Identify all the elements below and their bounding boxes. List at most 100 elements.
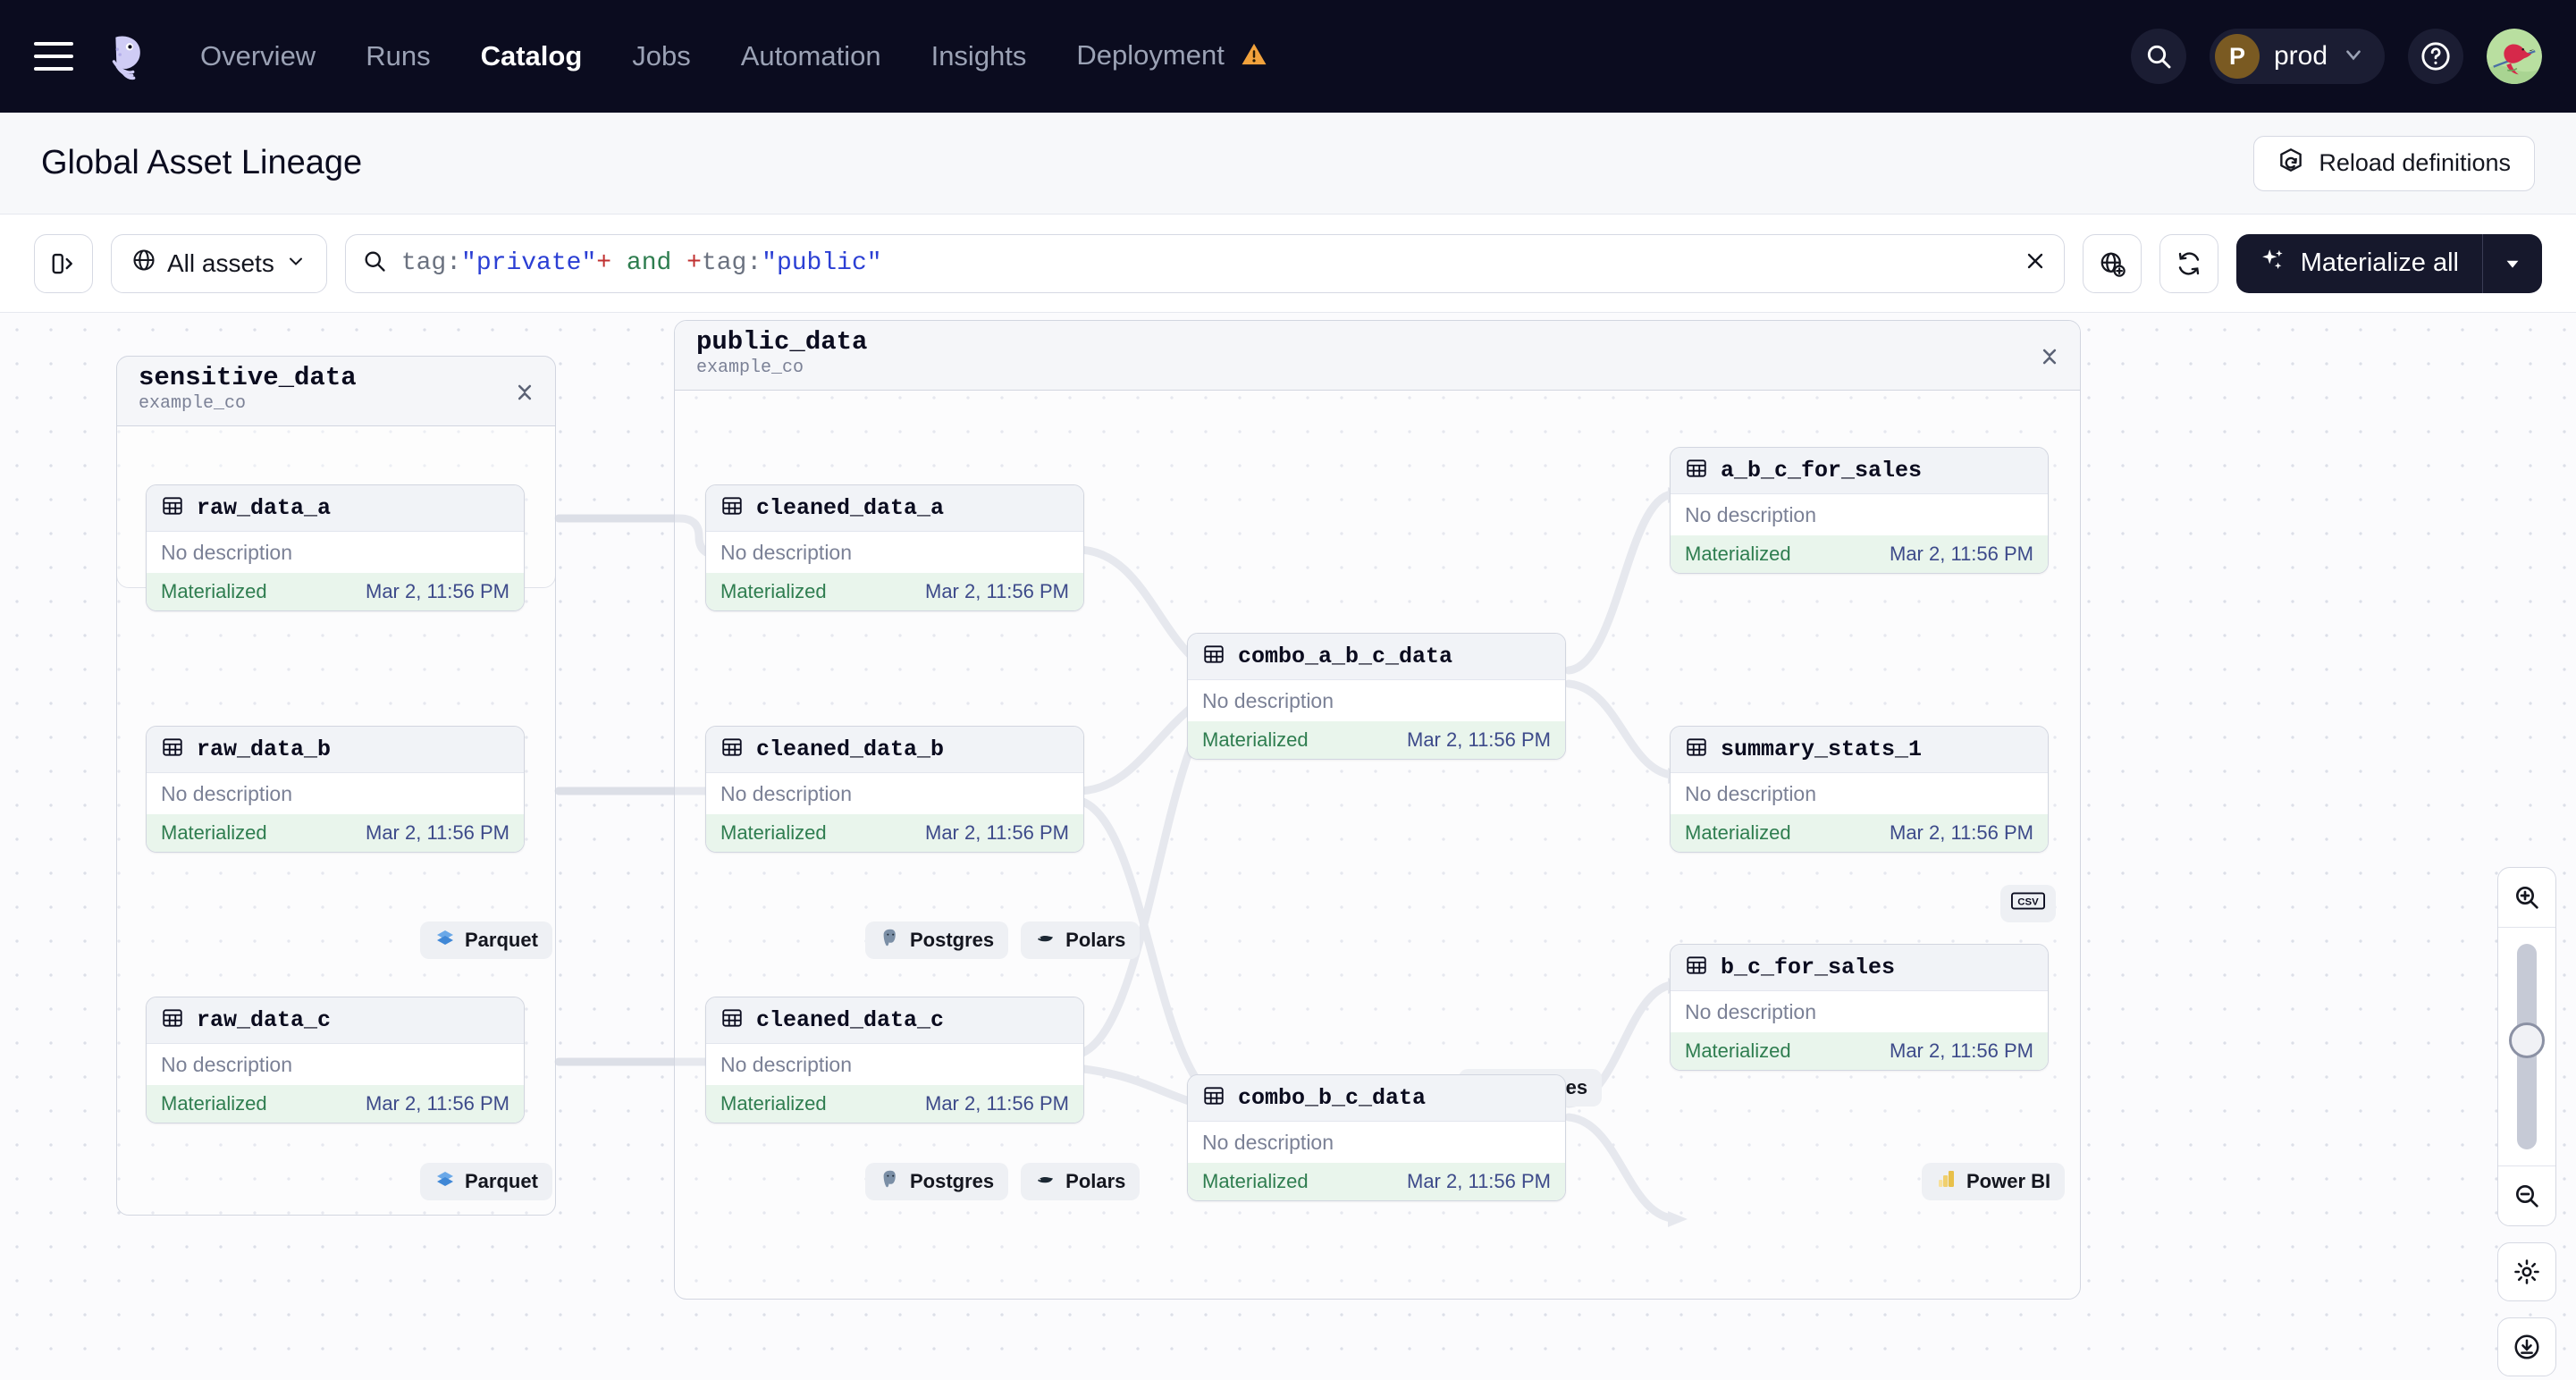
zoom-slider[interactable] bbox=[2497, 928, 2556, 1165]
asset-node-header: combo_a_b_c_data bbox=[1188, 634, 1565, 680]
csv-icon: CSV bbox=[2011, 890, 2045, 917]
asset-node-description: No description bbox=[147, 1044, 524, 1085]
parquet-icon bbox=[434, 927, 456, 954]
parquet-icon bbox=[434, 1168, 456, 1195]
asset-node-raw_data_c[interactable]: raw_data_c No description Materialized M… bbox=[146, 997, 525, 1123]
powerbi-icon bbox=[1936, 1168, 1957, 1195]
tag-polars[interactable]: Polars bbox=[1021, 921, 1141, 959]
table-icon bbox=[720, 1006, 744, 1034]
sparkles-icon bbox=[2260, 247, 2286, 281]
deployment-selector[interactable]: P prod bbox=[2209, 29, 2385, 84]
asset-node-title: cleaned_data_a bbox=[756, 495, 945, 521]
asset-node-title: a_b_c_for_sales bbox=[1721, 458, 1923, 484]
tag-label: Postgres bbox=[910, 929, 995, 951]
asset-node-status: Materialized Mar 2, 11:56 PM bbox=[1188, 721, 1565, 759]
asset-node-title: combo_b_c_data bbox=[1238, 1085, 1427, 1111]
zoom-slider-thumb[interactable] bbox=[2509, 1022, 2545, 1058]
page-title: Global Asset Lineage bbox=[41, 144, 363, 181]
asset-node-status: Materialized Mar 2, 11:56 PM bbox=[147, 1085, 524, 1123]
polars-icon bbox=[1035, 927, 1056, 954]
asset-status-timestamp: Mar 2, 11:56 PM bbox=[1407, 1170, 1551, 1192]
asset-node-cleaned_data_c[interactable]: cleaned_data_c No description Materializ… bbox=[705, 997, 1084, 1123]
avatar[interactable] bbox=[2487, 29, 2542, 84]
help-circle-icon[interactable] bbox=[2408, 29, 2463, 84]
nav-right-cluster: P prod bbox=[2130, 29, 2542, 84]
asset-node-b_c_for_sales[interactable]: b_c_for_sales No description Materialize… bbox=[1670, 944, 2049, 1071]
tag-parquet[interactable]: Parquet bbox=[420, 1163, 552, 1200]
chevron-down-icon bbox=[2342, 43, 2365, 71]
globe-icon bbox=[131, 248, 156, 279]
asset-node-status: Materialized Mar 2, 11:56 PM bbox=[1188, 1163, 1565, 1200]
asset-node-raw_data_b[interactable]: raw_data_b No description Materialized M… bbox=[146, 726, 525, 853]
asset-status-label: Materialized bbox=[1202, 1170, 1309, 1192]
reload-box-icon bbox=[2277, 147, 2304, 180]
asset-node-raw_data_a[interactable]: raw_data_a No description Materialized M… bbox=[146, 484, 525, 611]
search-icon bbox=[362, 248, 387, 278]
asset-status-label: Materialized bbox=[161, 580, 267, 602]
nav-link-jobs[interactable]: Jobs bbox=[632, 40, 691, 72]
nav-link-automation[interactable]: Automation bbox=[740, 40, 881, 72]
asset-node-description: No description bbox=[706, 1044, 1083, 1085]
asset-node-cleaned_data_a[interactable]: cleaned_data_a No description Materializ… bbox=[705, 484, 1084, 611]
tag-label: Parquet bbox=[465, 1170, 538, 1192]
materialize-all-main[interactable]: Materialize all bbox=[2236, 234, 2482, 293]
asset-node-description: No description bbox=[706, 773, 1083, 814]
collapse-icon[interactable] bbox=[2039, 344, 2060, 374]
reload-definitions-button[interactable]: Reload definitions bbox=[2253, 135, 2535, 191]
panel-expand-icon[interactable] bbox=[34, 233, 93, 293]
nav-link-insights[interactable]: Insights bbox=[930, 40, 1027, 72]
asset-node-status: Materialized Mar 2, 11:56 PM bbox=[706, 814, 1083, 852]
asset-status-timestamp: Mar 2, 11:56 PM bbox=[366, 1092, 509, 1115]
tag-polars[interactable]: Polars bbox=[1021, 1163, 1141, 1200]
query-token-6: "public" bbox=[762, 249, 882, 277]
caret-down-icon[interactable] bbox=[2483, 234, 2542, 293]
asset-node-status: Materialized Mar 2, 11:56 PM bbox=[1671, 1032, 2048, 1070]
asset-node-combo_b_c_data[interactable]: combo_b_c_data No description Materializ… bbox=[1187, 1074, 1566, 1201]
table-icon bbox=[1202, 643, 1225, 670]
hamburger-icon[interactable] bbox=[34, 42, 73, 71]
download-circle-icon[interactable] bbox=[2497, 1317, 2556, 1376]
materialize-all-button[interactable]: Materialize all bbox=[2235, 233, 2542, 293]
nav-link-overview[interactable]: Overview bbox=[200, 40, 316, 72]
query-token-3: and bbox=[611, 249, 687, 277]
refresh-icon[interactable] bbox=[2159, 233, 2218, 293]
nav-link-deployment[interactable]: Deployment bbox=[1067, 32, 1276, 80]
dagster-logo[interactable] bbox=[98, 29, 154, 84]
asset-node-title: combo_a_b_c_data bbox=[1238, 644, 1453, 669]
zoom-in-icon[interactable] bbox=[2497, 868, 2556, 927]
svg-text:CSV: CSV bbox=[2017, 897, 2039, 908]
globe-plus-icon[interactable] bbox=[2082, 233, 2142, 293]
close-x-icon[interactable] bbox=[2010, 248, 2048, 278]
query-token-1: "private" bbox=[461, 249, 597, 277]
asset-node-combo_a_b_c_data[interactable]: combo_a_b_c_data No description Material… bbox=[1187, 633, 1566, 760]
asset-filter-button[interactable]: All assets bbox=[111, 233, 327, 293]
asset-lineage-canvas[interactable]: sensitive_data example_co public_data ex… bbox=[0, 313, 2576, 1380]
asset-node-status: Materialized Mar 2, 11:56 PM bbox=[706, 573, 1083, 610]
postgres-icon bbox=[880, 1168, 901, 1195]
asset-node-header: raw_data_c bbox=[147, 997, 524, 1044]
collapse-icon[interactable] bbox=[514, 380, 535, 409]
nav-link-catalog[interactable]: Catalog bbox=[480, 40, 583, 72]
asset-node-status: Materialized Mar 2, 11:56 PM bbox=[147, 814, 524, 852]
asset-node-a_b_c_for_sales[interactable]: a_b_c_for_sales No description Materiali… bbox=[1670, 447, 2049, 574]
materialize-all-label: Materialize all bbox=[2300, 248, 2459, 277]
asset-node-summary_stats_1[interactable]: summary_stats_1 No description Materiali… bbox=[1670, 726, 2049, 853]
asset-status-timestamp: Mar 2, 11:56 PM bbox=[366, 580, 509, 602]
rail-divider bbox=[2498, 927, 2555, 928]
tag-csv[interactable]: CSV bbox=[2000, 885, 2056, 922]
asset-node-status: Materialized Mar 2, 11:56 PM bbox=[706, 1085, 1083, 1123]
tag-parquet[interactable]: Parquet bbox=[420, 921, 552, 959]
asset-node-cleaned_data_b[interactable]: cleaned_data_b No description Materializ… bbox=[705, 726, 1084, 853]
zoom-out-icon[interactable] bbox=[2497, 1166, 2556, 1225]
search-input[interactable]: tag:"private"+ and +tag:"public" bbox=[344, 233, 2065, 293]
tag-label: Power BI bbox=[1966, 1170, 2051, 1192]
tag-postgres[interactable]: Postgres bbox=[865, 1163, 1009, 1200]
asset-node-title: cleaned_data_b bbox=[756, 736, 945, 762]
rail-divider bbox=[2498, 1165, 2555, 1166]
gear-icon[interactable] bbox=[2497, 1242, 2556, 1301]
search-icon[interactable] bbox=[2130, 29, 2186, 84]
tag-postgres[interactable]: Postgres bbox=[865, 921, 1009, 959]
nav-link-runs[interactable]: Runs bbox=[366, 40, 431, 72]
tag-power-bi[interactable]: Power BI bbox=[1922, 1163, 2066, 1200]
asset-status-timestamp: Mar 2, 11:56 PM bbox=[366, 821, 509, 844]
